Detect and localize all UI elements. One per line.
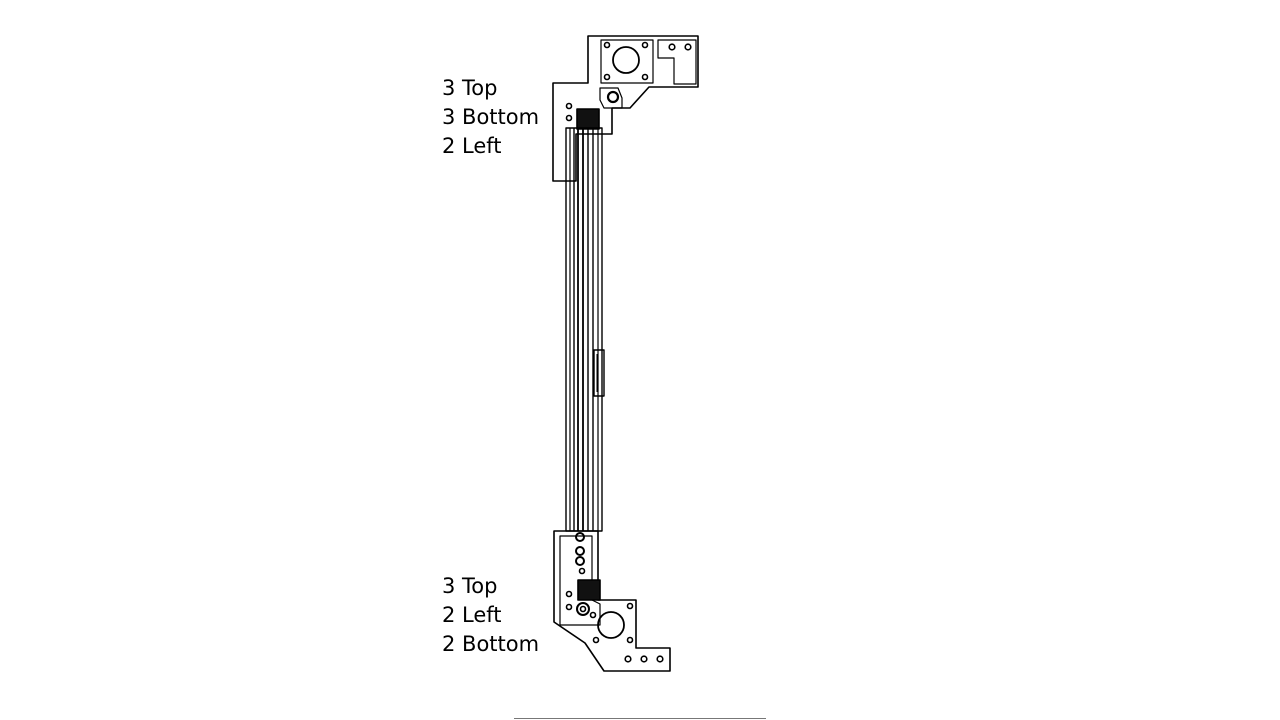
top-screw-hole — [641, 73, 649, 81]
bottom-tab-hole — [656, 655, 664, 663]
bottom-screw — [575, 532, 585, 542]
bottom-idler — [576, 602, 590, 616]
bottom-belt-block — [577, 579, 601, 601]
top-screw-hole — [641, 41, 649, 49]
top-tab — [657, 39, 697, 85]
bottom-motor-hole — [597, 611, 625, 639]
top-label-3: 2 Left — [442, 134, 502, 158]
top-clamp — [599, 87, 623, 109]
bottom-divider — [514, 718, 766, 719]
bottom-bracket-outline — [553, 530, 671, 672]
bottom-screw-hole — [626, 636, 634, 644]
bottom-side-hole — [565, 590, 573, 598]
top-label-1: 3 Top — [442, 76, 498, 100]
bottom-tab-hole — [640, 655, 648, 663]
bottom-screw — [578, 567, 586, 575]
bottom-idler-center — [579, 605, 587, 613]
bottom-screw-hole — [592, 636, 600, 644]
top-screw-hole — [603, 73, 611, 81]
top-screw-hole — [603, 41, 611, 49]
top-side-hole — [565, 114, 573, 122]
top-side-hole — [565, 102, 573, 110]
top-label-2: 3 Bottom — [442, 105, 540, 129]
bottom-label-3: 2 Bottom — [442, 632, 540, 656]
bottom-label-2: 2 Left — [442, 603, 502, 627]
bottom-side-hole — [565, 603, 573, 611]
bottom-bracket — [553, 530, 671, 672]
top-tab-hole — [668, 43, 676, 51]
bottom-tab-hole — [624, 655, 632, 663]
top-plate-inner — [600, 39, 654, 84]
top-bracket-outline — [552, 35, 699, 182]
bottom-screw-hole — [626, 602, 634, 610]
bottom-screw — [575, 546, 585, 556]
bottom-label-1: 3 Top — [442, 574, 498, 598]
top-bracket — [552, 35, 699, 182]
bottom-bracket-callout: 3 Top 2 Left 2 Bottom — [442, 572, 539, 659]
top-motor-hole — [612, 46, 640, 74]
top-pulley — [606, 90, 620, 104]
top-bracket-callout: 3 Top 3 Bottom 2 Left — [442, 74, 539, 161]
bottom-screw — [575, 556, 585, 566]
bottom-bracket-inner — [559, 535, 601, 626]
rail-outer — [565, 127, 603, 532]
vertical-rail — [565, 127, 605, 532]
rail-carriage — [593, 349, 605, 397]
bottom-screw-hole — [589, 611, 597, 619]
top-tab-hole — [684, 43, 692, 51]
top-belt-block — [576, 108, 600, 130]
